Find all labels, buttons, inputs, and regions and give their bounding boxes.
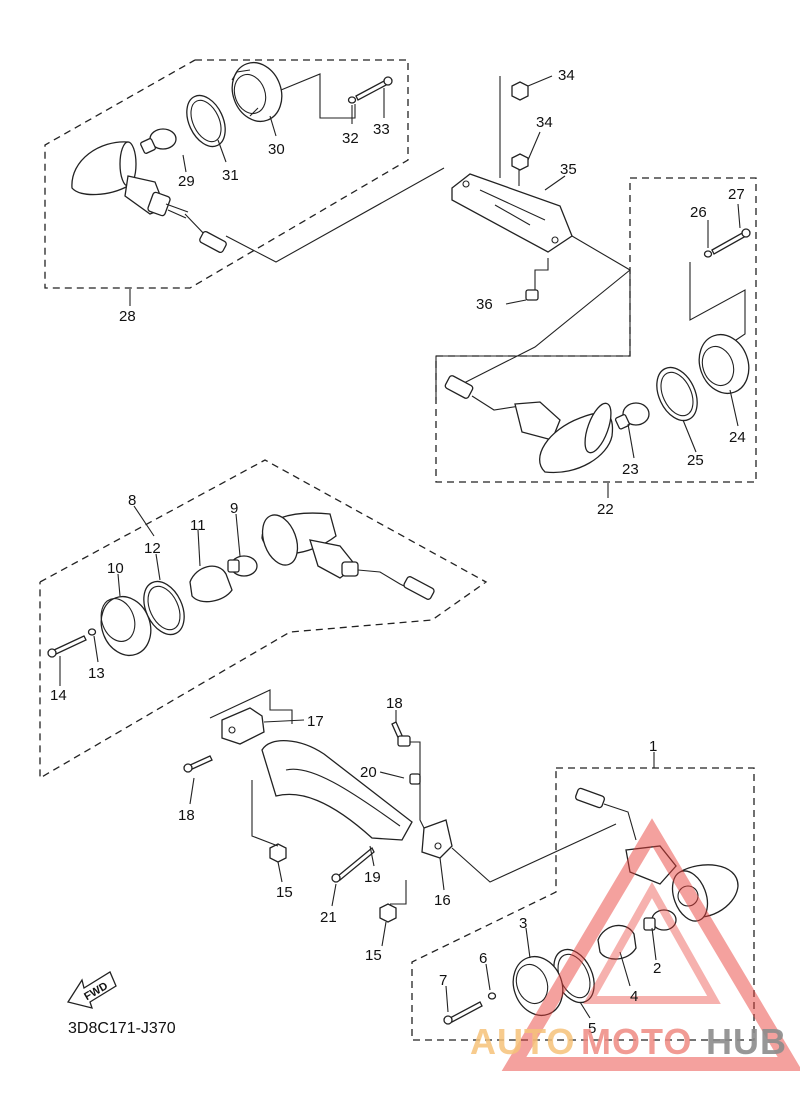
part-label-15a: 15 — [276, 884, 293, 901]
part-label-15b: 15 — [365, 947, 382, 964]
center-brackets — [183, 689, 617, 947]
part-label-23: 23 — [622, 461, 639, 478]
part-label-27: 27 — [728, 186, 745, 203]
part-label-12: 12 — [144, 540, 161, 557]
part-label-11: 11 — [190, 517, 206, 534]
part-label-10: 10 — [107, 560, 124, 577]
part-label-25: 25 — [687, 452, 704, 469]
part-label-7: 7 — [439, 972, 447, 989]
part-label-32: 32 — [342, 130, 359, 147]
part-label-1: 1 — [649, 738, 657, 755]
part-label-16: 16 — [434, 892, 451, 909]
fwd-label: FWD — [82, 980, 110, 1003]
part-label-21: 21 — [320, 909, 337, 926]
part-label-13: 13 — [88, 665, 105, 682]
part-label-29: 29 — [178, 173, 195, 190]
part-label-33: 33 — [373, 121, 390, 138]
part-label-28: 28 — [119, 308, 136, 325]
part-label-34a: 34 — [558, 67, 575, 84]
watermark-text: AUTO MOTO HUB — [470, 1021, 787, 1062]
part-label-14: 14 — [50, 687, 67, 704]
watermark-text-auto: AUTO — [470, 1021, 575, 1062]
assembly-22 — [435, 177, 757, 498]
part-label-17: 17 — [307, 713, 324, 730]
part-label-26: 26 — [690, 204, 707, 221]
bracket-35 — [435, 75, 631, 400]
part-label-31: 31 — [222, 167, 239, 184]
diagram-code: 3D8C171-J370 — [68, 1020, 176, 1037]
part-labels: 1 2 3 4 5 6 7 8 9 10 11 12 13 14 15 15 1… — [50, 67, 746, 1037]
part-label-30: 30 — [268, 141, 285, 158]
watermark-text-hub: HUB — [706, 1021, 787, 1062]
part-label-34b: 34 — [536, 114, 553, 131]
part-label-19: 19 — [364, 869, 381, 886]
assembly-8 — [39, 459, 488, 780]
assembly-1 — [411, 752, 755, 1041]
part-label-4: 4 — [630, 988, 638, 1005]
part-label-22: 22 — [597, 501, 614, 518]
part-label-8: 8 — [128, 492, 136, 509]
part-label-35: 35 — [560, 161, 577, 178]
part-label-18b: 18 — [386, 695, 403, 712]
part-label-5: 5 — [588, 1020, 596, 1037]
part-label-6: 6 — [479, 950, 487, 967]
part-label-24: 24 — [729, 429, 746, 446]
assembly-28 — [44, 59, 445, 306]
part-label-36: 36 — [476, 296, 493, 313]
watermark-text-moto: MOTO — [581, 1021, 692, 1062]
part-label-9: 9 — [230, 500, 238, 517]
part-label-18a: 18 — [178, 807, 195, 824]
watermark-logo — [501, 818, 800, 1071]
part-label-2: 2 — [653, 960, 661, 977]
part-label-3: 3 — [519, 915, 527, 932]
part-label-20: 20 — [360, 764, 377, 781]
fwd-arrow — [66, 971, 117, 1009]
